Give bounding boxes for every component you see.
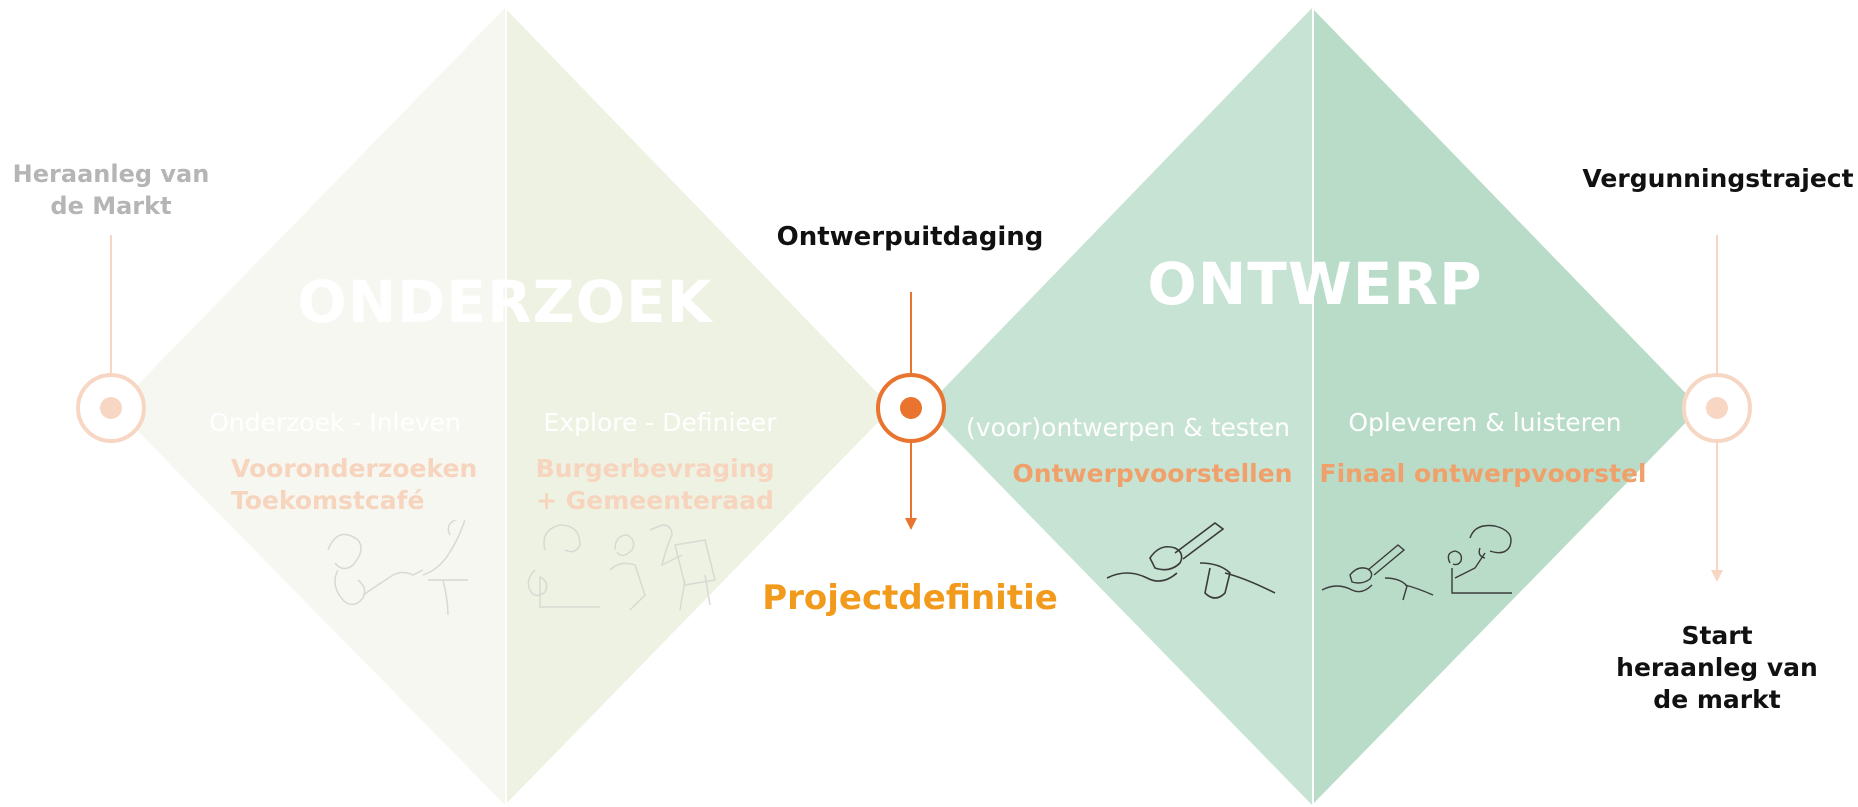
research-item-vooronderzoeken: Vooronderzoeken	[231, 454, 478, 483]
design-item-finaal-ontwerpvoorstel: Finaal ontwerpvoorstel	[1319, 459, 1647, 488]
research-item-gemeenteraad: + Gemeenteraad	[536, 486, 774, 515]
research-item-toekomstcafe: Toekomstcafé	[231, 486, 425, 515]
end-milestone-dot	[1706, 397, 1728, 419]
middle-arrowhead	[905, 518, 917, 530]
research-title: ONDERZOEK	[297, 268, 713, 336]
presentation-sketch	[515, 520, 730, 620]
end-milestone-label: Vergunningstraject	[1582, 164, 1854, 193]
research-diamond-right-half	[505, 8, 892, 805]
design-right-phase-label: Opleveren & luisteren	[1348, 408, 1622, 437]
design-left-items: Ontwerpvoorstellen	[1000, 459, 1305, 488]
middle-milestone-label: Ontwerpuitdaging	[776, 222, 1044, 252]
design-left-phase-label: (voor)ontwerpen & testen	[966, 413, 1290, 442]
end-result-line-3: de markt	[1653, 685, 1781, 714]
start-label-line-1: Heraanleg van	[12, 160, 210, 188]
drawing-hand-sketch	[1105, 518, 1280, 608]
middle-milestone-dot	[900, 397, 922, 419]
research-right-items: Burgerbevraging + Gemeenteraad	[520, 453, 790, 517]
end-milestone-result: Start heraanleg van de markt	[1607, 620, 1827, 716]
start-milestone-dot	[100, 397, 122, 419]
research-left-phase-label: Onderzoek - Inleven	[209, 408, 461, 437]
research-left-items: Vooronderzoeken Toekomstcafé	[231, 453, 511, 517]
end-result-line-1: Start	[1681, 621, 1753, 650]
end-arrowhead	[1711, 570, 1723, 582]
end-result-line-2: heraanleg van	[1616, 653, 1818, 682]
design-item-ontwerpvoorstellen: Ontwerpvoorstellen	[1012, 459, 1293, 488]
small-drawing-hand-sketch	[1320, 540, 1435, 605]
research-item-burgerbevraging: Burgerbevraging	[535, 454, 775, 483]
listening-person-sketch	[1440, 523, 1525, 603]
design-title: ONTWERP	[1147, 250, 1483, 318]
research-diamond-left-half	[115, 8, 505, 805]
design-diamond-left-half	[925, 8, 1312, 805]
start-milestone-label: Heraanleg van de Markt	[0, 158, 222, 222]
start-label-line-2: de Markt	[50, 192, 172, 220]
design-right-items: Finaal ontwerpvoorstel	[1318, 459, 1648, 488]
robot-hands-sketch	[318, 520, 473, 620]
middle-milestone-result: Projectdefinitie	[762, 578, 1058, 618]
design-diamond-right-half	[1312, 8, 1700, 805]
research-right-phase-label: Explore - Definieer	[543, 408, 777, 437]
